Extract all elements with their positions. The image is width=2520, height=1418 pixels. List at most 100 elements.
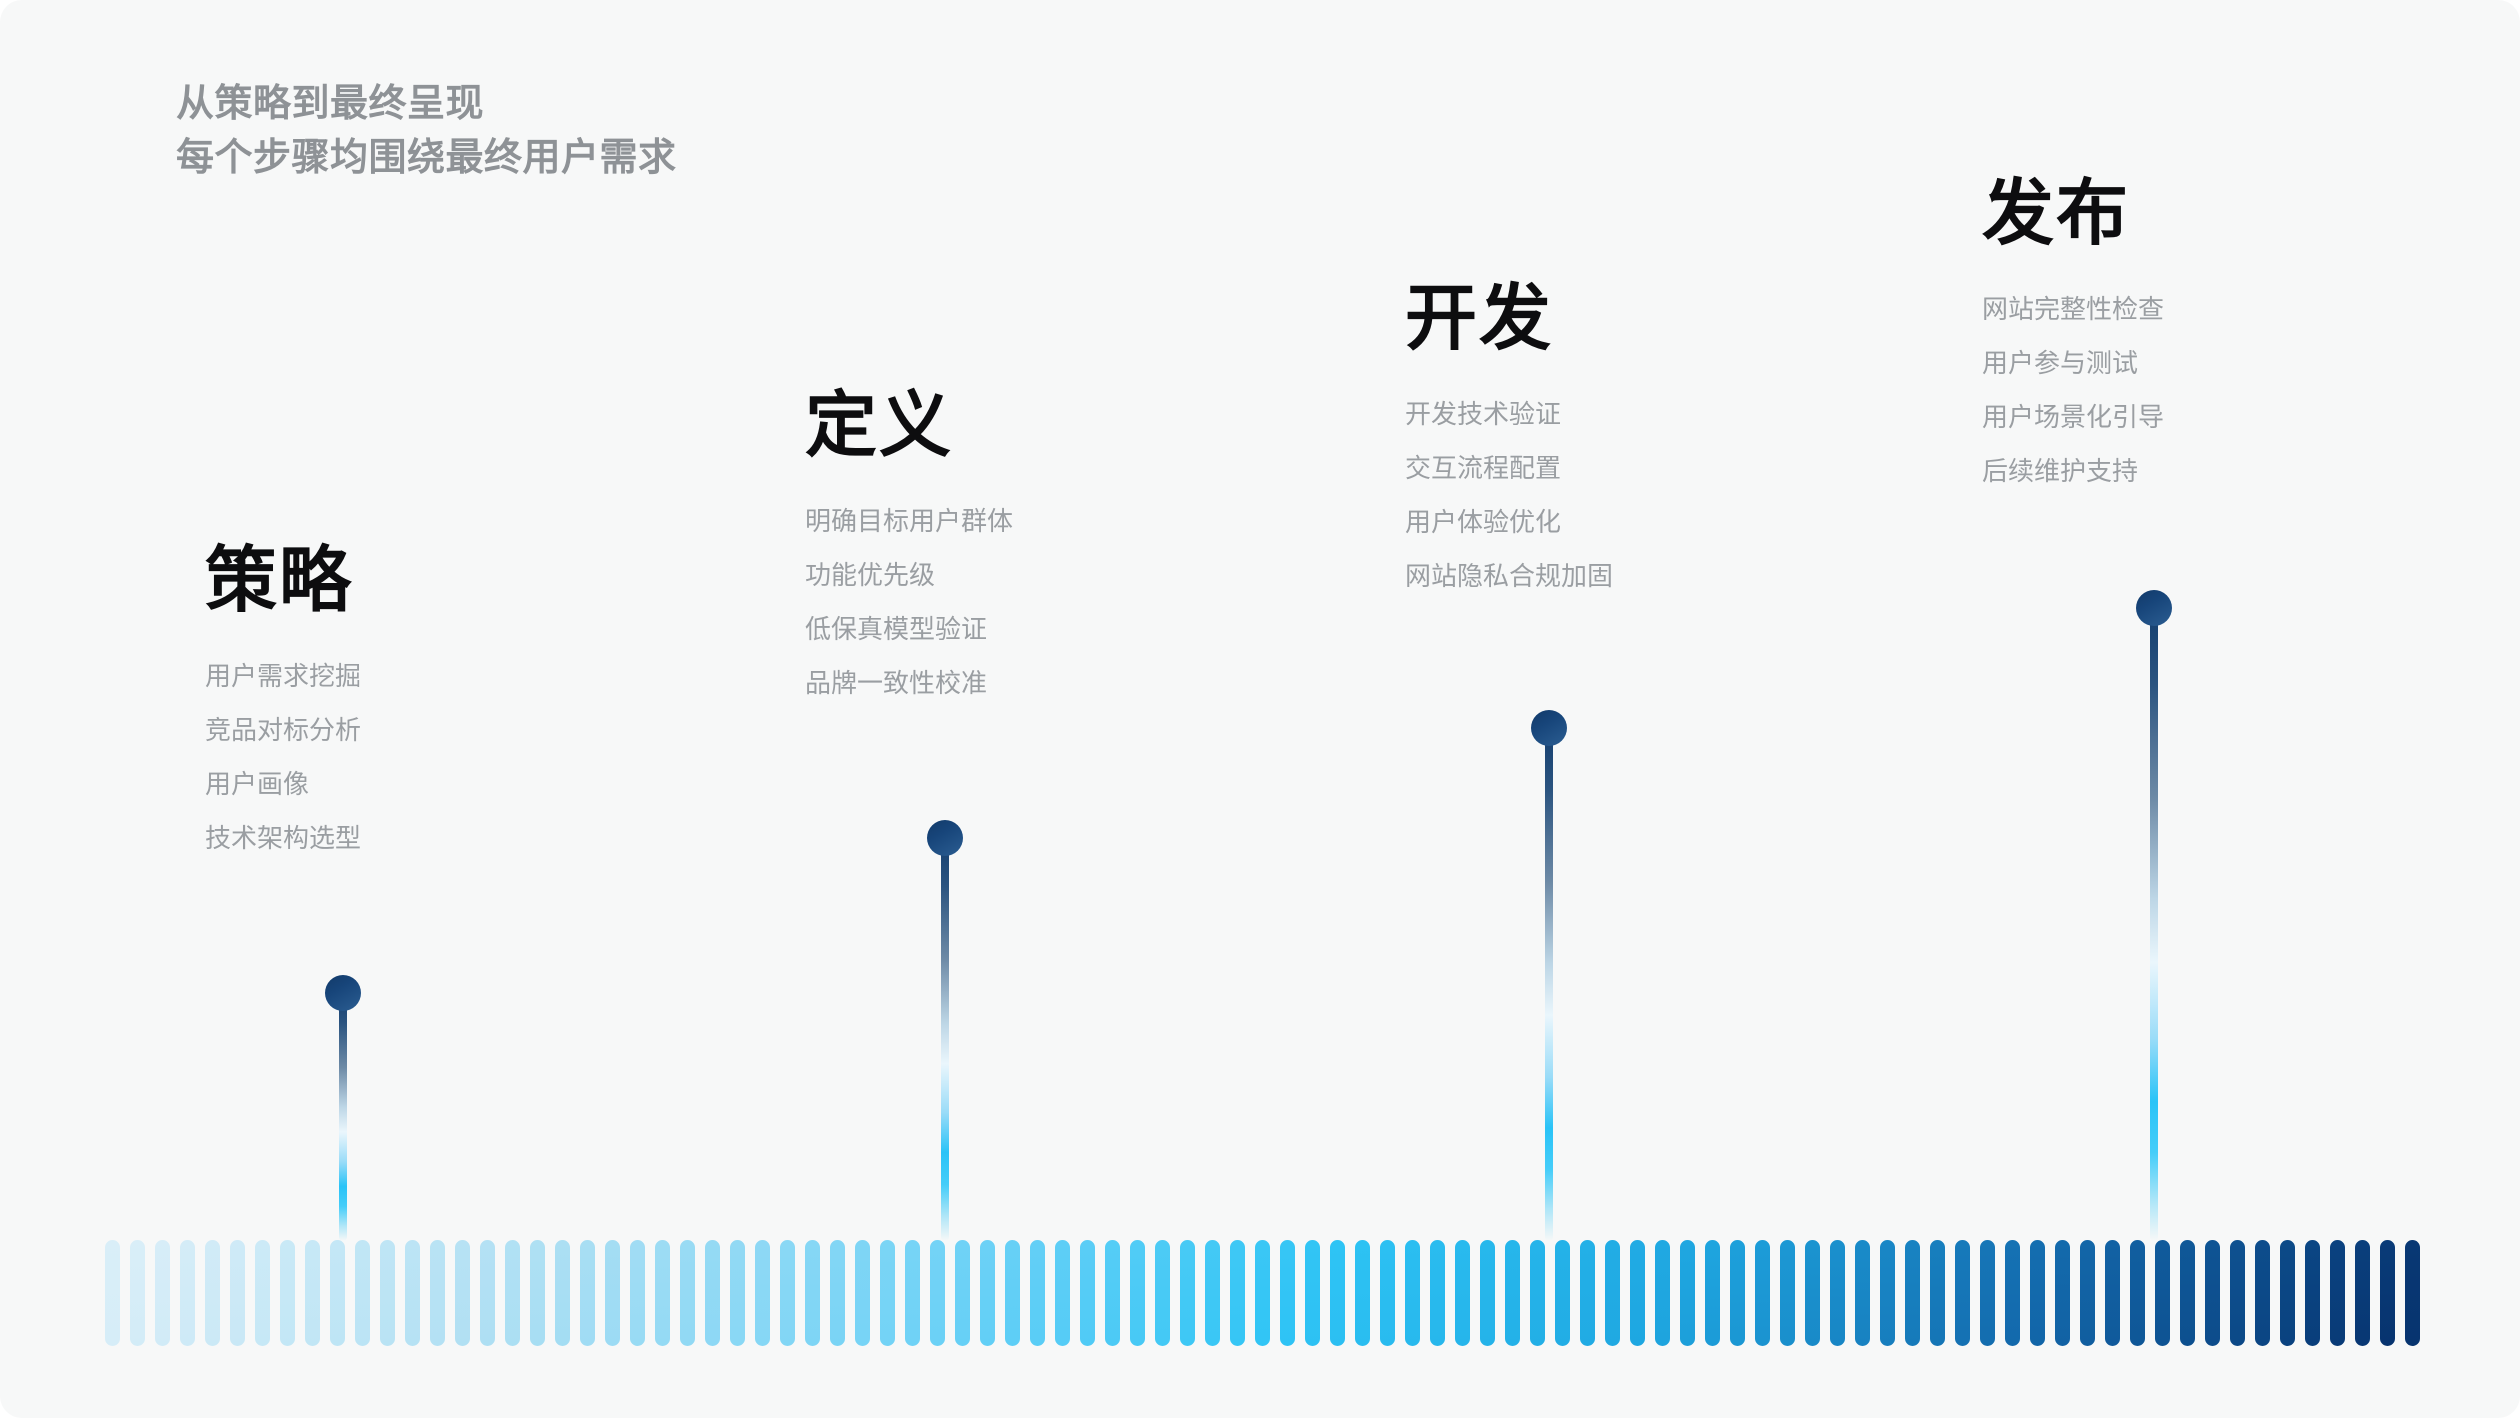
gradient-bar	[305, 1240, 320, 1346]
milestone-item: 品牌一致性校准	[805, 668, 988, 698]
gradient-bar	[730, 1240, 745, 1346]
gradient-bar	[1605, 1240, 1620, 1346]
gradient-bar	[630, 1240, 645, 1346]
gradient-bar	[1980, 1240, 1995, 1346]
gradient-bar	[1855, 1240, 1870, 1346]
gradient-bar	[1005, 1240, 1020, 1346]
gradient-bar	[180, 1240, 195, 1346]
milestone-define: 定义明确目标用户群体功能优先级低保真模型验证品牌一致性校准	[805, 390, 1013, 724]
gradient-bar	[1555, 1240, 1570, 1346]
gradient-bar	[2005, 1240, 2020, 1346]
gradient-bar	[880, 1240, 895, 1346]
gradient-bar	[2030, 1240, 2045, 1346]
gradient-bar	[2280, 1240, 2295, 1346]
gradient-bar	[1880, 1240, 1895, 1346]
milestone-item: 开发技术验证	[1405, 399, 1562, 429]
gradient-bar	[2380, 1240, 2395, 1346]
milestone-item: 用户需求挖掘	[205, 661, 362, 691]
gradient-bar	[1780, 1240, 1795, 1346]
gradient-bar	[1055, 1240, 1070, 1346]
gradient-bar-strip	[105, 1240, 2420, 1346]
gradient-bar	[2130, 1240, 2145, 1346]
gradient-bar	[1805, 1240, 1820, 1346]
gradient-bar	[155, 1240, 170, 1346]
gradient-bar	[255, 1240, 270, 1346]
gradient-bar	[330, 1240, 345, 1346]
milestone-item: 网站完整性检查	[1982, 294, 2165, 324]
gradient-bar	[130, 1240, 145, 1346]
gradient-bar	[830, 1240, 845, 1346]
milestone-item: 用户画像	[205, 769, 310, 799]
gradient-bar	[655, 1240, 670, 1346]
milestone-develop: 开发开发技术验证交互流程配置用户体验优化网站隐私合规加固	[1405, 283, 1613, 617]
intro-line-2: 每个步骤均围绕最终用户需求	[176, 136, 677, 179]
gradient-bar	[455, 1240, 470, 1346]
gradient-bar	[2330, 1240, 2345, 1346]
gradient-bar	[355, 1240, 370, 1346]
milestone-title: 定义	[805, 386, 954, 466]
pin-dot-icon	[927, 820, 963, 856]
gradient-bar	[1630, 1240, 1645, 1346]
gradient-bar	[280, 1240, 295, 1346]
gradient-bar	[1680, 1240, 1695, 1346]
gradient-bar	[930, 1240, 945, 1346]
gradient-bar	[1430, 1240, 1445, 1346]
milestone-item: 低保真模型验证	[805, 614, 988, 644]
milestone-release: 发布网站完整性检查用户参与测试用户场景化引导后续维护支持	[1982, 178, 2164, 512]
gradient-bar	[1455, 1240, 1470, 1346]
milestone-item: 用户参与测试	[1982, 348, 2139, 378]
pin-stem-icon	[339, 993, 347, 1241]
milestone-strategy: 策略用户需求挖掘竞品对标分析用户画像技术架构选型	[205, 545, 361, 879]
pin-stem-icon	[1545, 728, 1553, 1241]
milestone-pin-strategy	[325, 975, 361, 1241]
gradient-bar	[2355, 1240, 2370, 1346]
gradient-bar	[1305, 1240, 1320, 1346]
gradient-bar	[1730, 1240, 1745, 1346]
gradient-bar	[1905, 1240, 1920, 1346]
gradient-bar	[1280, 1240, 1295, 1346]
milestone-item: 明确目标用户群体	[805, 506, 1014, 536]
gradient-bar	[680, 1240, 695, 1346]
gradient-bar	[230, 1240, 245, 1346]
milestone-item: 竞品对标分析	[205, 715, 362, 745]
gradient-bar	[205, 1240, 220, 1346]
gradient-bar	[1330, 1240, 1345, 1346]
gradient-bar	[1405, 1240, 1420, 1346]
gradient-bar	[1155, 1240, 1170, 1346]
gradient-bar	[1180, 1240, 1195, 1346]
gradient-bar	[430, 1240, 445, 1346]
gradient-bar	[1655, 1240, 1670, 1346]
gradient-bar	[580, 1240, 595, 1346]
milestone-item: 用户体验优化	[1405, 507, 1562, 537]
gradient-bar	[505, 1240, 520, 1346]
intro-heading: 从策略到最终呈现 每个步骤均围绕最终用户需求	[176, 78, 1076, 186]
gradient-bar	[1755, 1240, 1770, 1346]
gradient-bar	[480, 1240, 495, 1346]
milestone-item: 后续维护支持	[1982, 456, 2139, 486]
gradient-bar	[2180, 1240, 2195, 1346]
gradient-bar	[105, 1240, 120, 1346]
gradient-bar	[1930, 1240, 1945, 1346]
milestone-item-list: 开发技术验证交互流程配置用户体验优化网站隐私合规加固	[1405, 401, 1613, 589]
gradient-bar	[1030, 1240, 1045, 1346]
milestone-item: 功能优先级	[805, 560, 936, 590]
gradient-bar	[2055, 1240, 2070, 1346]
gradient-bar	[1380, 1240, 1395, 1346]
gradient-bar	[1530, 1240, 1545, 1346]
gradient-bar	[1355, 1240, 1370, 1346]
pin-dot-icon	[2136, 590, 2172, 626]
gradient-bar	[2230, 1240, 2245, 1346]
intro-line-1: 从策略到最终呈现	[176, 83, 485, 125]
gradient-bar	[2155, 1240, 2170, 1346]
milestone-item-list: 明确目标用户群体功能优先级低保真模型验证品牌一致性校准	[805, 508, 1013, 696]
gradient-bar	[805, 1240, 820, 1346]
milestone-title: 开发	[1405, 279, 1554, 359]
gradient-bar	[1955, 1240, 1970, 1346]
gradient-bar	[555, 1240, 570, 1346]
gradient-bar	[2080, 1240, 2095, 1346]
pin-stem-icon	[941, 838, 949, 1241]
gradient-bar	[405, 1240, 420, 1346]
milestone-item-list: 网站完整性检查用户参与测试用户场景化引导后续维护支持	[1982, 296, 2164, 484]
gradient-bar	[1255, 1240, 1270, 1346]
